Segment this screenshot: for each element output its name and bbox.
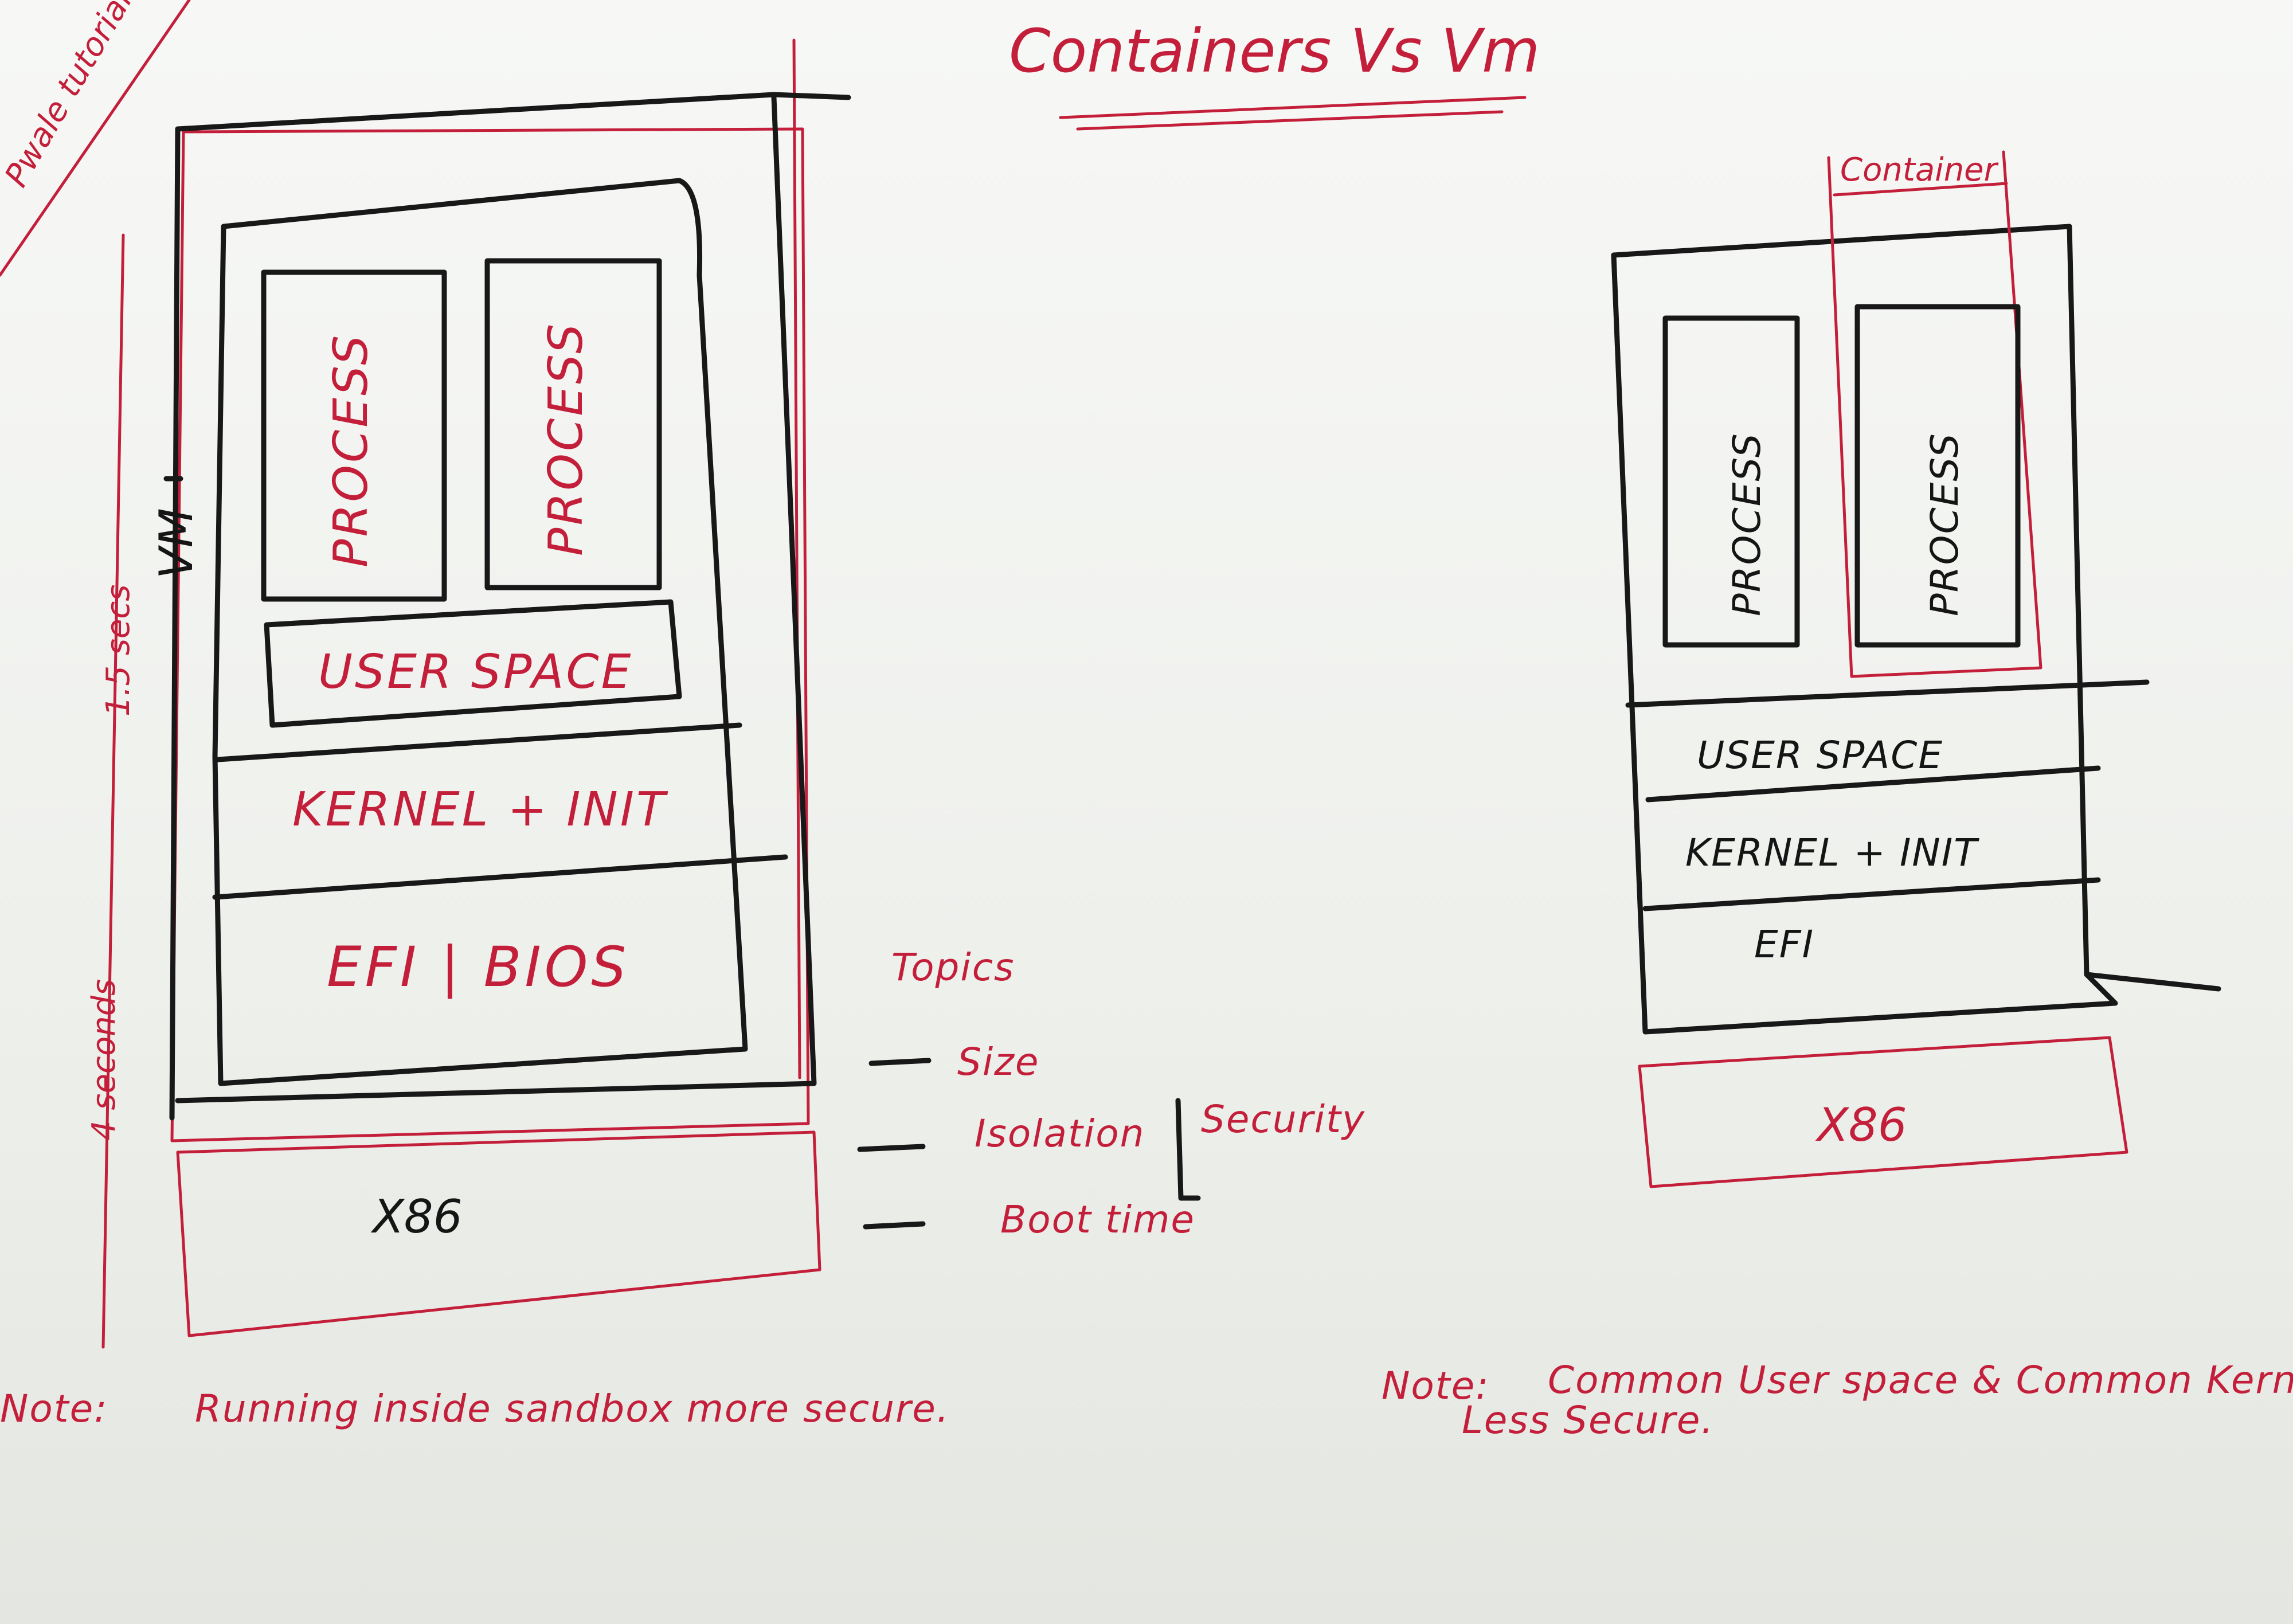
vm-process-box-left bbox=[261, 269, 447, 602]
corner-divider-line bbox=[0, 0, 191, 277]
right-note-line-1: Common User space & Common Kernel bbox=[1548, 1358, 2293, 1402]
vm-host-top-line bbox=[175, 92, 851, 132]
container-label: Container bbox=[1840, 151, 1999, 189]
container-hardware-box bbox=[1638, 1036, 2128, 1188]
vm-guest-frame bbox=[212, 178, 748, 1086]
container-user-space-label: USER SPACE bbox=[1697, 733, 1943, 777]
container-highlight-top bbox=[1833, 182, 2008, 197]
topic-dash-3 bbox=[863, 1221, 926, 1230]
vm-kernel-divider-bottom bbox=[212, 854, 788, 900]
vm-user-space-box bbox=[264, 599, 682, 728]
corner-note: Pwale tutorial bbox=[0, 0, 140, 193]
vm-user-space-label: USER SPACE bbox=[318, 645, 633, 699]
container-process-label-left: PROCESS bbox=[1725, 432, 1769, 616]
topic-dash-2 bbox=[857, 1144, 926, 1152]
vm-process-label-right: PROCESS bbox=[539, 322, 593, 556]
container-kernel-divider-top bbox=[1645, 765, 2101, 803]
title-underline bbox=[1059, 96, 1527, 119]
container-highlight-frame bbox=[1827, 150, 2042, 678]
page-title: Containers Vs Vm bbox=[1009, 16, 1540, 86]
container-host-frame-left bbox=[1611, 252, 2118, 1035]
vm-host-frame bbox=[175, 95, 817, 1103]
topic-item-size: Size bbox=[957, 1040, 1039, 1084]
vm-side-label: VM bbox=[150, 508, 203, 579]
timeline-line bbox=[101, 233, 125, 1349]
topic-security-label: Security bbox=[1201, 1097, 1365, 1141]
container-hardware-label: X86 bbox=[1815, 1098, 1907, 1152]
topic-item-isolation: Isolation bbox=[975, 1112, 1145, 1156]
vm-hardware-box bbox=[176, 1130, 821, 1337]
container-firmware-label: EFI bbox=[1754, 922, 1814, 966]
vm-divider-red bbox=[792, 38, 801, 1079]
vm-firmware-label: EFI | BIOS bbox=[327, 935, 629, 1000]
left-note-prefix: Note: bbox=[0, 1387, 108, 1431]
topics-heading: Topics bbox=[891, 945, 1015, 989]
vm-process-box-right bbox=[484, 258, 662, 590]
vm-kernel-label: KERNEL + INIT bbox=[292, 782, 668, 837]
container-kernel-divider-bottom bbox=[1642, 877, 2101, 911]
container-process-box-right bbox=[1854, 304, 2021, 648]
topic-bracket bbox=[1175, 1098, 1201, 1201]
vm-kernel-divider-top bbox=[215, 722, 742, 762]
container-process-box-left bbox=[1662, 315, 1800, 648]
vm-process-label-left: PROCESS bbox=[324, 333, 378, 568]
container-host-frame bbox=[1611, 224, 2221, 992]
left-note-text: Running inside sandbox more secure. bbox=[195, 1387, 950, 1431]
vm-host-left-edge bbox=[169, 126, 181, 1121]
right-note-line-2: Less Secure. bbox=[1462, 1398, 1714, 1442]
container-kernel-label: KERNEL + INIT bbox=[1685, 831, 1979, 875]
vm-hardware-label: X86 bbox=[370, 1190, 463, 1243]
boot-time-vm-fast: 1.5 secs bbox=[100, 585, 137, 717]
container-process-label-right: PROCESS bbox=[1923, 432, 1967, 616]
container-user-space-top bbox=[1625, 679, 2150, 708]
topic-dash-1 bbox=[868, 1058, 932, 1066]
right-note-prefix: Note: bbox=[1382, 1364, 1489, 1408]
boot-time-vm-slow: 4 seconds bbox=[85, 979, 123, 1141]
topic-item-boot-time: Boot time bbox=[1000, 1198, 1195, 1242]
title-underline-2 bbox=[1076, 110, 1504, 131]
